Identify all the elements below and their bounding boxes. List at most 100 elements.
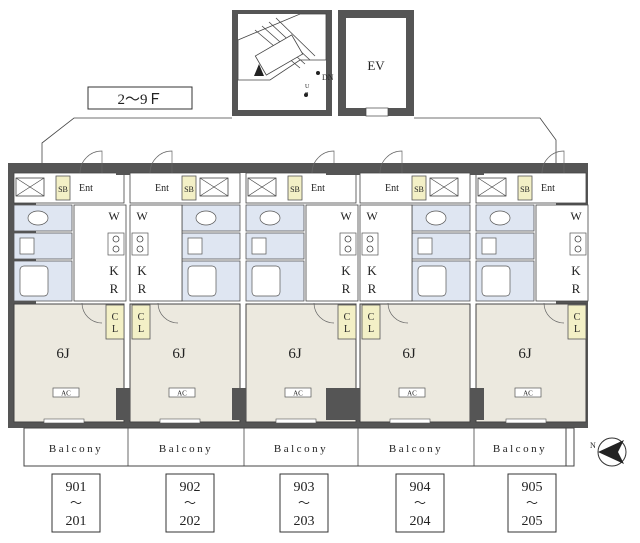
washer-label: W bbox=[340, 209, 352, 223]
unit-number-tilde: ～ bbox=[414, 496, 426, 510]
shoe-box bbox=[411, 175, 427, 201]
refrigerator-label: R bbox=[368, 281, 377, 296]
toilet-icon bbox=[259, 210, 281, 226]
shoe-box-label: SB bbox=[290, 185, 300, 194]
bathtub-icon bbox=[187, 265, 217, 297]
balcony-label: Balcony bbox=[389, 443, 443, 455]
living-room bbox=[129, 303, 241, 423]
aircon-icon bbox=[514, 387, 542, 398]
unit-number-bottom: 203 bbox=[294, 514, 315, 529]
aircon-icon bbox=[168, 387, 196, 398]
room-size-label: 6J bbox=[288, 346, 302, 362]
balcony-label: Balcony bbox=[274, 443, 328, 455]
storage-crate-icon bbox=[15, 177, 45, 197]
room-size-label: 6J bbox=[518, 346, 532, 362]
unit-number-top: 901 bbox=[66, 480, 87, 495]
shoe-box-label: SB bbox=[520, 185, 530, 194]
room-size-label: 6J bbox=[402, 346, 416, 362]
stove-icon bbox=[131, 232, 149, 256]
washer-label: W bbox=[136, 209, 148, 223]
aircon-label: AC bbox=[177, 390, 187, 398]
stove-icon bbox=[361, 232, 379, 256]
closet bbox=[105, 304, 125, 340]
stove-icon bbox=[339, 232, 357, 256]
closet bbox=[131, 304, 151, 340]
balcony-label: Balcony bbox=[49, 443, 103, 455]
balcony-strip bbox=[23, 427, 573, 467]
unit-number-tilde: ～ bbox=[298, 496, 310, 510]
storage-crate-icon bbox=[429, 177, 459, 197]
shoe-box-label: SB bbox=[184, 185, 194, 194]
shoe-box bbox=[181, 175, 197, 201]
compass-label: N bbox=[590, 441, 596, 450]
balcony-1: Balcony bbox=[49, 443, 103, 455]
elevator-core: EV bbox=[338, 10, 414, 117]
unit-number-box-3: 903～ 203 bbox=[279, 473, 329, 533]
balcony-3: Balcony bbox=[243, 428, 328, 466]
sink-icon bbox=[187, 237, 203, 255]
sink-icon bbox=[417, 237, 433, 255]
storage-crate-icon bbox=[247, 177, 277, 197]
stair-down-label: DN bbox=[322, 73, 334, 82]
shoe-box bbox=[517, 175, 533, 201]
unit-number-top: 903 bbox=[294, 480, 315, 495]
refrigerator-label: R bbox=[138, 281, 147, 296]
room-size-label: 6J bbox=[172, 346, 186, 362]
unit-number-tilde: ～ bbox=[184, 496, 196, 510]
aircon-label: AC bbox=[523, 390, 533, 398]
unit-number-box-2: 902～ 202 bbox=[165, 473, 215, 533]
stove-icon bbox=[569, 232, 587, 256]
shoe-box bbox=[55, 175, 71, 201]
entrance-label: Ent bbox=[385, 183, 399, 194]
toilet-icon bbox=[27, 210, 49, 226]
kitchen-label: K bbox=[341, 263, 351, 278]
washer-label: W bbox=[366, 209, 378, 223]
washer-label: W bbox=[570, 209, 582, 223]
aircon-label: AC bbox=[293, 390, 303, 398]
unit-number-box-1: 901～201 bbox=[51, 473, 101, 533]
stair-up-arrow-icon bbox=[254, 64, 264, 76]
unit-number-box-5: 905～205 bbox=[507, 473, 557, 533]
balcony-layer: Balcony Balcony Balcony Balcony Balcony bbox=[49, 428, 547, 466]
aircon-label: AC bbox=[407, 390, 417, 398]
unit-number-box-4: 904～ 204 bbox=[395, 473, 445, 533]
unit-number-top: 905 bbox=[522, 480, 543, 495]
balcony-5: Balcony bbox=[473, 428, 547, 466]
entrance-label: Ent bbox=[155, 183, 169, 194]
toilet-room bbox=[411, 204, 471, 232]
balcony-label: Balcony bbox=[493, 443, 547, 455]
bathtub-icon bbox=[417, 265, 447, 297]
kitchen-label: K bbox=[367, 263, 377, 278]
unit-number-top: 904 bbox=[410, 480, 431, 495]
shoe-box bbox=[287, 175, 303, 201]
kitchen-label: K bbox=[137, 263, 147, 278]
aircon-label: AC bbox=[61, 390, 71, 398]
closet bbox=[567, 304, 587, 340]
bathtub-icon bbox=[251, 265, 281, 297]
aircon-icon bbox=[398, 387, 426, 398]
balcony-4: Balcony bbox=[357, 428, 443, 466]
unit-number-top: 902 bbox=[180, 480, 201, 495]
unit-number-bottom: 202 bbox=[180, 514, 201, 529]
room-size-label: 6J bbox=[56, 346, 70, 362]
toilet-icon bbox=[489, 210, 511, 226]
unit-number-tilde: ～ bbox=[526, 496, 538, 510]
kitchen-label: K bbox=[109, 263, 119, 278]
floor-label-box bbox=[87, 86, 193, 110]
bathtub-icon bbox=[481, 265, 511, 297]
closet bbox=[337, 304, 357, 340]
unit-number-bottom: 204 bbox=[410, 514, 431, 529]
sink-icon bbox=[19, 237, 35, 255]
entrance-label: Ent bbox=[541, 183, 555, 194]
balcony-label: Balcony bbox=[159, 443, 213, 455]
